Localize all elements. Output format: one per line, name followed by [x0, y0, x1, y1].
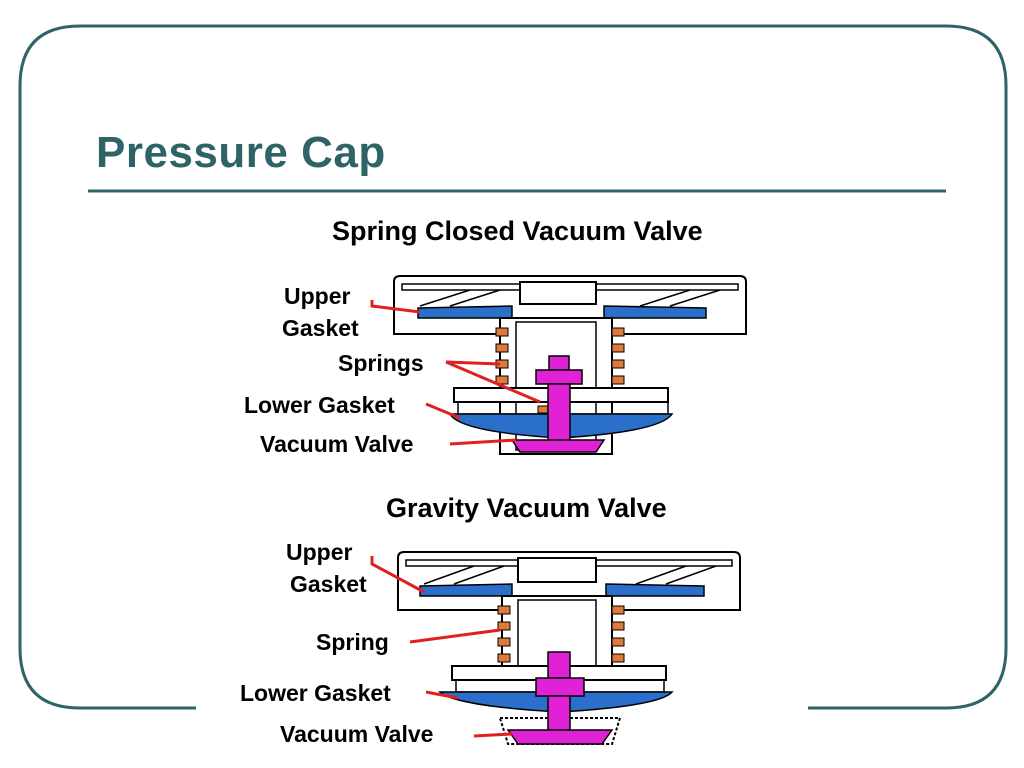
spring-label: Spring — [316, 629, 389, 655]
diagram-2-heading: Gravity Vacuum Valve — [386, 493, 667, 523]
upper-gasket-label-2b: Gasket — [290, 571, 367, 597]
leader-lines-1 — [370, 300, 541, 446]
upper-gasket-2 — [419, 583, 705, 597]
cap-drawing-1 — [393, 275, 747, 455]
cap-shell-2 — [397, 551, 741, 611]
upper-gasket-label-1a: Upper — [284, 283, 351, 309]
lower-gasket-label-1: Lower Gasket — [244, 392, 395, 418]
cap-ribs — [419, 289, 721, 307]
slide-title: Pressure Cap — [96, 128, 386, 177]
diagram-gravity: Gravity Vacuum Valve — [240, 493, 741, 747]
cap-ribs-2 — [423, 565, 717, 585]
diagram-spring-closed: Spring Closed Vacuum Valve — [244, 216, 747, 457]
vacuum-valve-1 — [510, 355, 606, 453]
diagram-1-heading: Spring Closed Vacuum Valve — [332, 216, 703, 246]
pressure-spring-2 — [497, 605, 625, 663]
leader-lines-2 — [370, 556, 513, 738]
vacuum-valve-label-1: Vacuum Valve — [260, 431, 413, 457]
upper-gasket-label-1b: Gasket — [282, 315, 359, 341]
cap-center-boss — [519, 281, 597, 305]
cap-drawing-2 — [397, 551, 741, 745]
pressure-springs — [495, 327, 625, 414]
cap-shell — [393, 275, 747, 335]
slide-border — [18, 24, 1008, 710]
vacuum-valve-2 — [506, 651, 614, 745]
vacuum-valve-label-2: Vacuum Valve — [280, 721, 433, 747]
upper-gasket-label-2a: Upper — [286, 539, 353, 565]
lower-gasket-label-2: Lower Gasket — [240, 680, 391, 706]
cap-center-boss-2 — [517, 557, 597, 583]
springs-label: Springs — [338, 350, 424, 376]
upper-gasket — [417, 305, 707, 319]
